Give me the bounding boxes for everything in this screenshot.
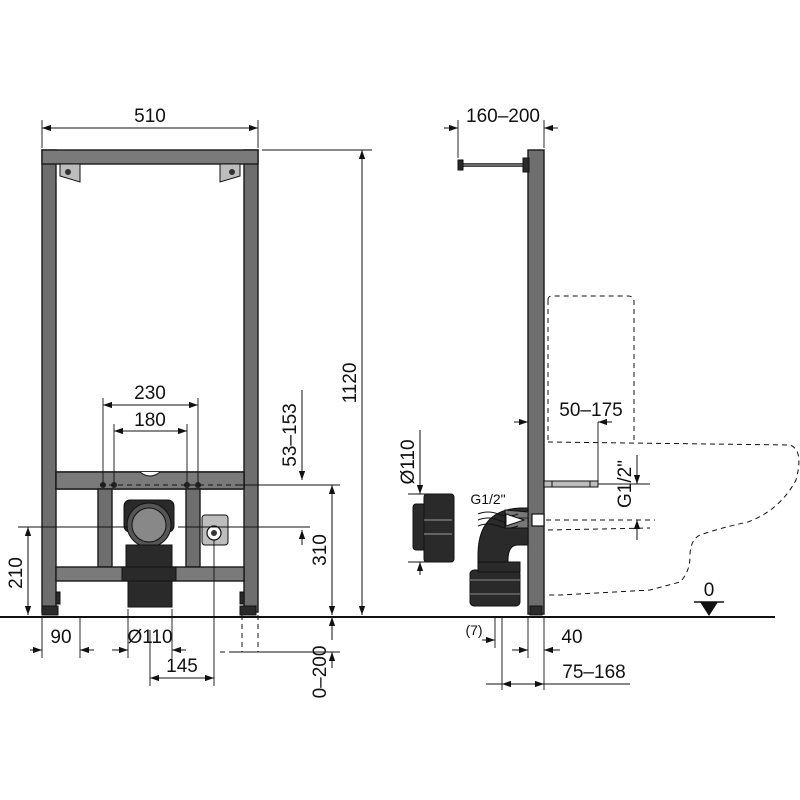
floor-level-marker [694, 601, 724, 616]
left-post [41, 149, 57, 613]
dim-bolt-outer: 230 [134, 383, 166, 404]
left-foot [41, 605, 59, 616]
side-view [412, 149, 800, 616]
label-thread-large: G1/2" [615, 460, 636, 508]
flow-arrows [477, 511, 526, 529]
toilet-bowl-outline [547, 441, 800, 596]
dim-total-height: 1120 [340, 363, 361, 404]
dim-leg-extension: 0–200 [310, 646, 331, 699]
dim-inlet-offset: 145 [166, 656, 198, 677]
dim-stud-length: 50–175 [559, 400, 622, 421]
dim-pipe-diameter: Ø110 [398, 439, 419, 484]
label-floor-level: 0 [704, 580, 715, 601]
top-right-bracket [219, 163, 241, 183]
front-dimensions: 510 230 180 53–153 1120 310 210 90 [6, 106, 372, 698]
dim-offset-40: 40 [561, 627, 582, 648]
top-left-bracket [59, 163, 81, 183]
waste-outlet [121, 499, 177, 608]
label-thread-small: G1/2" [470, 491, 505, 507]
bolt-right-outer [195, 482, 201, 488]
dim-bottom-height: 210 [6, 557, 27, 589]
right-post [243, 149, 259, 613]
inlet-connector [412, 493, 455, 563]
dim-outlet-height: 310 [310, 534, 331, 566]
dim-depth-range: 160–200 [466, 106, 540, 127]
wall-bracket [457, 157, 530, 173]
side-post [527, 149, 545, 615]
dim-foot-offset: 90 [50, 627, 71, 648]
cistern-outline [547, 295, 635, 440]
dim-width: 510 [134, 106, 166, 127]
left-strut [97, 488, 113, 568]
front-view [41, 149, 330, 653]
drain-elbow [469, 507, 529, 607]
stud-bolt [543, 480, 599, 488]
side-dimensions: 160–200 Ø110 G1/2" 50–175 G1/2" 0 (7) 40 [398, 106, 714, 690]
right-foot [239, 605, 257, 616]
right-strut [185, 488, 201, 568]
dim-bolt-inner: 180 [134, 410, 166, 431]
water-inlet [201, 514, 229, 546]
dim-offset-small: (7) [465, 622, 482, 638]
dim-bolt-height: 53–153 [280, 403, 301, 466]
bolt-right-inner [184, 482, 190, 488]
dim-offset-range: 75–168 [562, 662, 625, 683]
top-rail [41, 149, 259, 165]
